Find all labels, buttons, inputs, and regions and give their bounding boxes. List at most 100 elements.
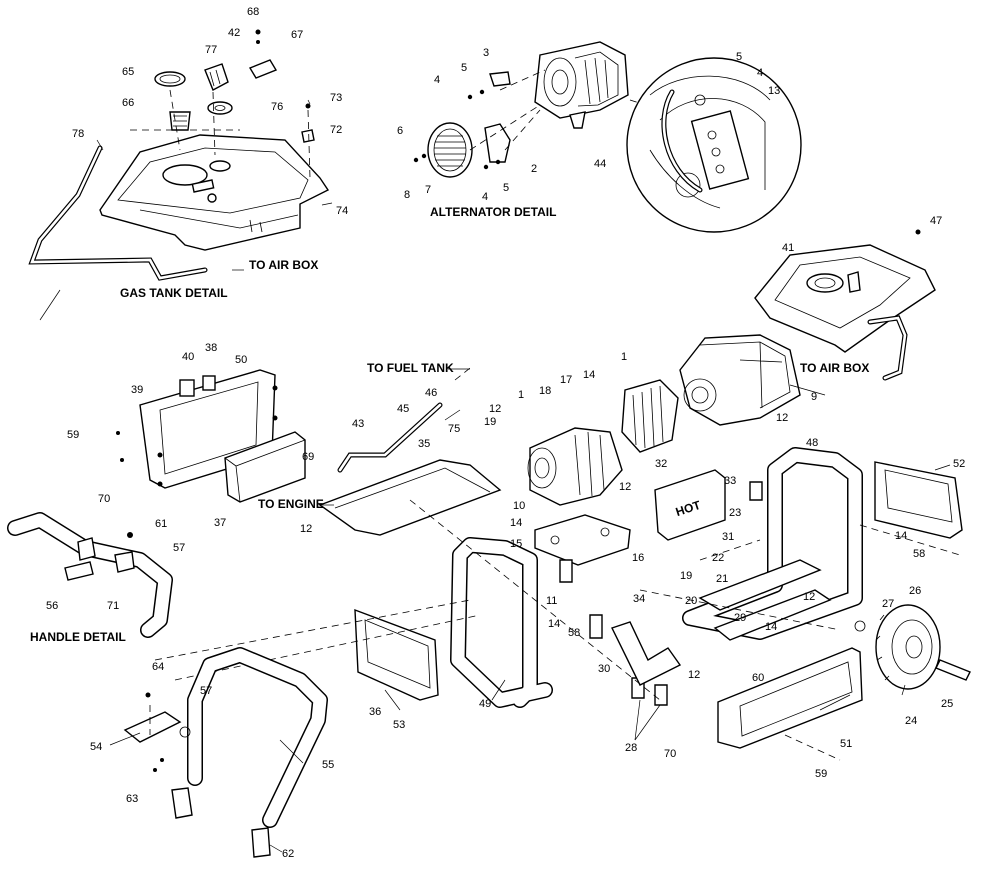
callout: 20 [685,595,697,607]
callout: 9 [811,391,817,403]
wheel [875,604,941,690]
callout: 5 [736,51,742,63]
callout: 39 [131,384,143,396]
callout: 12 [300,523,312,535]
callout: 1 [621,351,627,363]
callout: 62 [282,848,294,860]
battery-box [224,431,306,503]
fuel-cap [204,63,229,91]
end-cover [427,122,473,178]
handle-grip [64,561,94,581]
callout: 43 [352,418,364,430]
callout: 73 [330,92,342,104]
rear-panel [717,647,863,749]
handle-detail [7,512,328,858]
callout: 13 [768,85,780,97]
callout: 64 [152,661,164,673]
callout: 78 [72,128,84,140]
callout: 23 [729,507,741,519]
engine-group: HOT [318,334,801,706]
callout: 46 [425,387,437,399]
callout: 5 [503,182,509,194]
callout: 14 [765,621,777,633]
alternator-assembly [534,41,629,119]
alternator-detail [413,41,802,233]
caption-to-engine: TO ENGINE [258,497,324,511]
callout: 75 [448,423,460,435]
callout: 6 [397,125,403,137]
callout: 10 [513,500,525,512]
callout: 28 [625,742,637,754]
callout: 12 [776,412,788,424]
fuel-gauge [209,160,231,172]
callout: 12 [489,403,501,415]
callout: 72 [330,124,342,136]
callout: 76 [271,101,283,113]
gas-tank-detail [28,29,330,281]
callout: 19 [680,570,692,582]
axle [935,659,971,681]
caption-handle-detail: HANDLE DETAIL [30,630,126,644]
callout: 3 [483,47,489,59]
caption-to-air-box-2: TO AIR BOX [800,361,869,375]
callout: 18 [539,385,551,397]
callout: 68 [247,6,259,18]
blower-housing [621,379,679,453]
callout: 14 [548,618,560,630]
callout: 14 [583,369,595,381]
callout: 5 [461,62,467,74]
callout: 1 [518,389,524,401]
callout: 21 [716,573,728,585]
callout: 16 [632,552,644,564]
engine-bracket [611,621,682,686]
callout: 48 [806,437,818,449]
muffler-guard [654,469,726,541]
callout: 14 [510,517,522,529]
callout: 54 [90,741,102,753]
callout: 4 [482,191,488,203]
callout: 61 [155,518,167,530]
callout: 2 [531,163,537,175]
callout: 59 [815,768,827,780]
callout: 70 [664,748,676,760]
caption-gas-tank-detail: GAS TANK DETAIL [120,286,228,300]
callout: 15 [510,538,522,550]
callout: 4 [757,67,763,79]
callout: 22 [712,552,724,564]
callout: 44 [594,158,606,170]
caption-alternator-detail: ALTERNATOR DETAIL [430,205,556,219]
callout: 32 [655,458,667,470]
bracket-right [874,461,963,539]
callout: 41 [782,242,794,254]
gasket [154,71,186,87]
callout: 69 [302,451,314,463]
callout: 66 [122,97,134,109]
callout: 57 [173,542,185,554]
callout: 36 [369,706,381,718]
callout: 45 [397,403,409,415]
callout: 33 [724,475,736,487]
callout: 30 [598,663,610,675]
grommet [301,129,315,143]
callout: 37 [214,517,226,529]
callout: 31 [722,531,734,543]
callout: 38 [205,342,217,354]
cap-seal [207,101,233,115]
bracket [248,59,278,79]
callout: 58 [913,548,925,560]
callout: 11 [546,595,557,607]
callout: 74 [336,205,348,217]
leader-lines [39,99,951,853]
callout: 17 [560,374,572,386]
callout: 49 [479,698,491,710]
callout: 63 [126,793,138,805]
generator [529,427,623,506]
bracket-left [354,608,439,701]
callout: 67 [291,29,303,41]
callout: 77 [205,44,217,56]
callout: 50 [235,354,247,366]
caption-to-air-box-1: TO AIR BOX [249,258,318,272]
callout: 19 [484,416,496,428]
callout: 47 [930,215,942,227]
caption-to-fuel-tank: TO FUEL TANK [367,361,454,375]
